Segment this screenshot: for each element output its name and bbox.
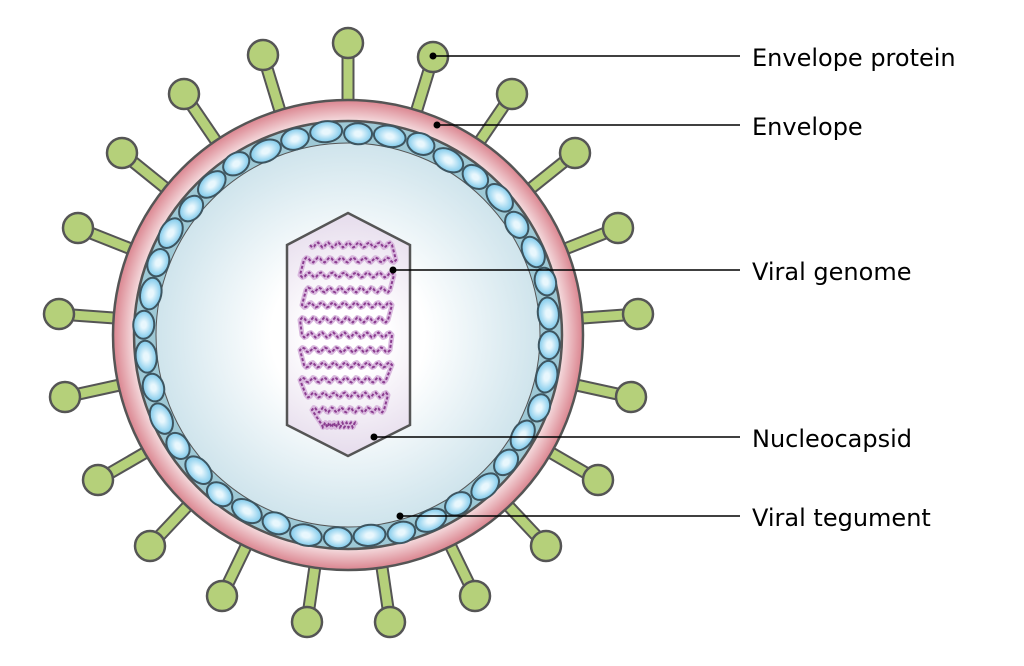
envelope-protein <box>519 136 592 200</box>
tegument-blob <box>386 520 417 545</box>
tegument-blob <box>504 210 530 239</box>
tegument-blob <box>520 235 546 269</box>
tegument-blob <box>222 151 251 177</box>
dot-viral-tegument <box>396 512 404 520</box>
tegument-blob <box>432 147 465 174</box>
tegument-blob <box>536 296 560 331</box>
envelope-protein <box>331 26 365 110</box>
tegument-blob <box>289 523 323 547</box>
label-envelope: Envelope <box>752 113 863 141</box>
tegument-blob <box>527 393 552 423</box>
tegument-blob <box>197 170 227 199</box>
tegument-blob <box>231 497 263 525</box>
tegument-blob <box>485 183 514 213</box>
envelope-protein <box>497 494 563 563</box>
tegument-blob <box>249 138 282 164</box>
tegument-blob <box>205 481 234 508</box>
leader-dots <box>370 52 441 520</box>
tegument-blob <box>352 523 387 547</box>
leader-lines <box>374 55 740 517</box>
envelope-protein <box>167 77 227 153</box>
envelope-protein <box>440 534 492 613</box>
tegument-blob <box>146 248 171 278</box>
dot-envelope-protein <box>429 52 437 60</box>
tegument-blob <box>444 491 473 517</box>
tegument-blob <box>139 276 163 311</box>
envelope-protein <box>469 77 529 153</box>
tegument-blob <box>470 472 500 501</box>
envelope-protein <box>61 211 142 259</box>
tegument-blob <box>148 402 174 435</box>
envelope-protein <box>571 297 655 331</box>
dot-nucleocapsid <box>370 433 378 441</box>
tegument-blob <box>509 419 536 452</box>
tegument-blob <box>406 131 436 156</box>
tegument-blob <box>322 526 353 550</box>
envelope-protein <box>539 442 615 497</box>
envelope-protein <box>81 442 157 497</box>
tegument-blob <box>343 122 374 146</box>
label-nucleocapsid: Nucleocapsid <box>752 425 912 453</box>
tegument-blob <box>493 448 520 477</box>
envelope-protein <box>48 376 130 414</box>
label-viral-tegument: Viral tegument <box>752 504 931 532</box>
tegument-blob <box>132 309 156 340</box>
envelope-protein <box>133 494 199 563</box>
tegument-blob <box>372 124 407 149</box>
envelope-protein <box>373 556 407 639</box>
envelope-protein <box>554 211 635 259</box>
tegument-blob <box>134 339 158 374</box>
tegument-blob <box>280 127 310 151</box>
tegument-blob <box>533 266 558 297</box>
tegument-blob <box>537 330 561 361</box>
envelope-protein <box>290 556 324 639</box>
viral-tegument-proteins <box>132 120 561 550</box>
tegument-blob <box>178 194 205 223</box>
tegument-blob <box>157 217 184 249</box>
label-viral-genome: Viral genome <box>752 258 911 286</box>
tegument-blob <box>309 120 344 144</box>
envelope-protein <box>246 38 289 122</box>
tegument-blob <box>534 359 559 394</box>
viral-genome <box>297 240 399 430</box>
dot-envelope <box>433 121 441 129</box>
dot-viral-genome <box>389 266 397 274</box>
envelope-protein <box>566 376 648 414</box>
tegument-blob <box>414 507 448 533</box>
envelope-protein <box>105 136 177 199</box>
tegument-blob <box>461 163 490 190</box>
tegument-blob <box>184 455 213 485</box>
tegument-blob <box>141 372 166 403</box>
label-envelope-protein: Envelope protein <box>752 44 956 72</box>
envelope-protein <box>205 534 257 613</box>
tegument-blob <box>261 511 291 536</box>
tegument-blob <box>165 431 191 461</box>
envelope-protein <box>42 297 125 331</box>
